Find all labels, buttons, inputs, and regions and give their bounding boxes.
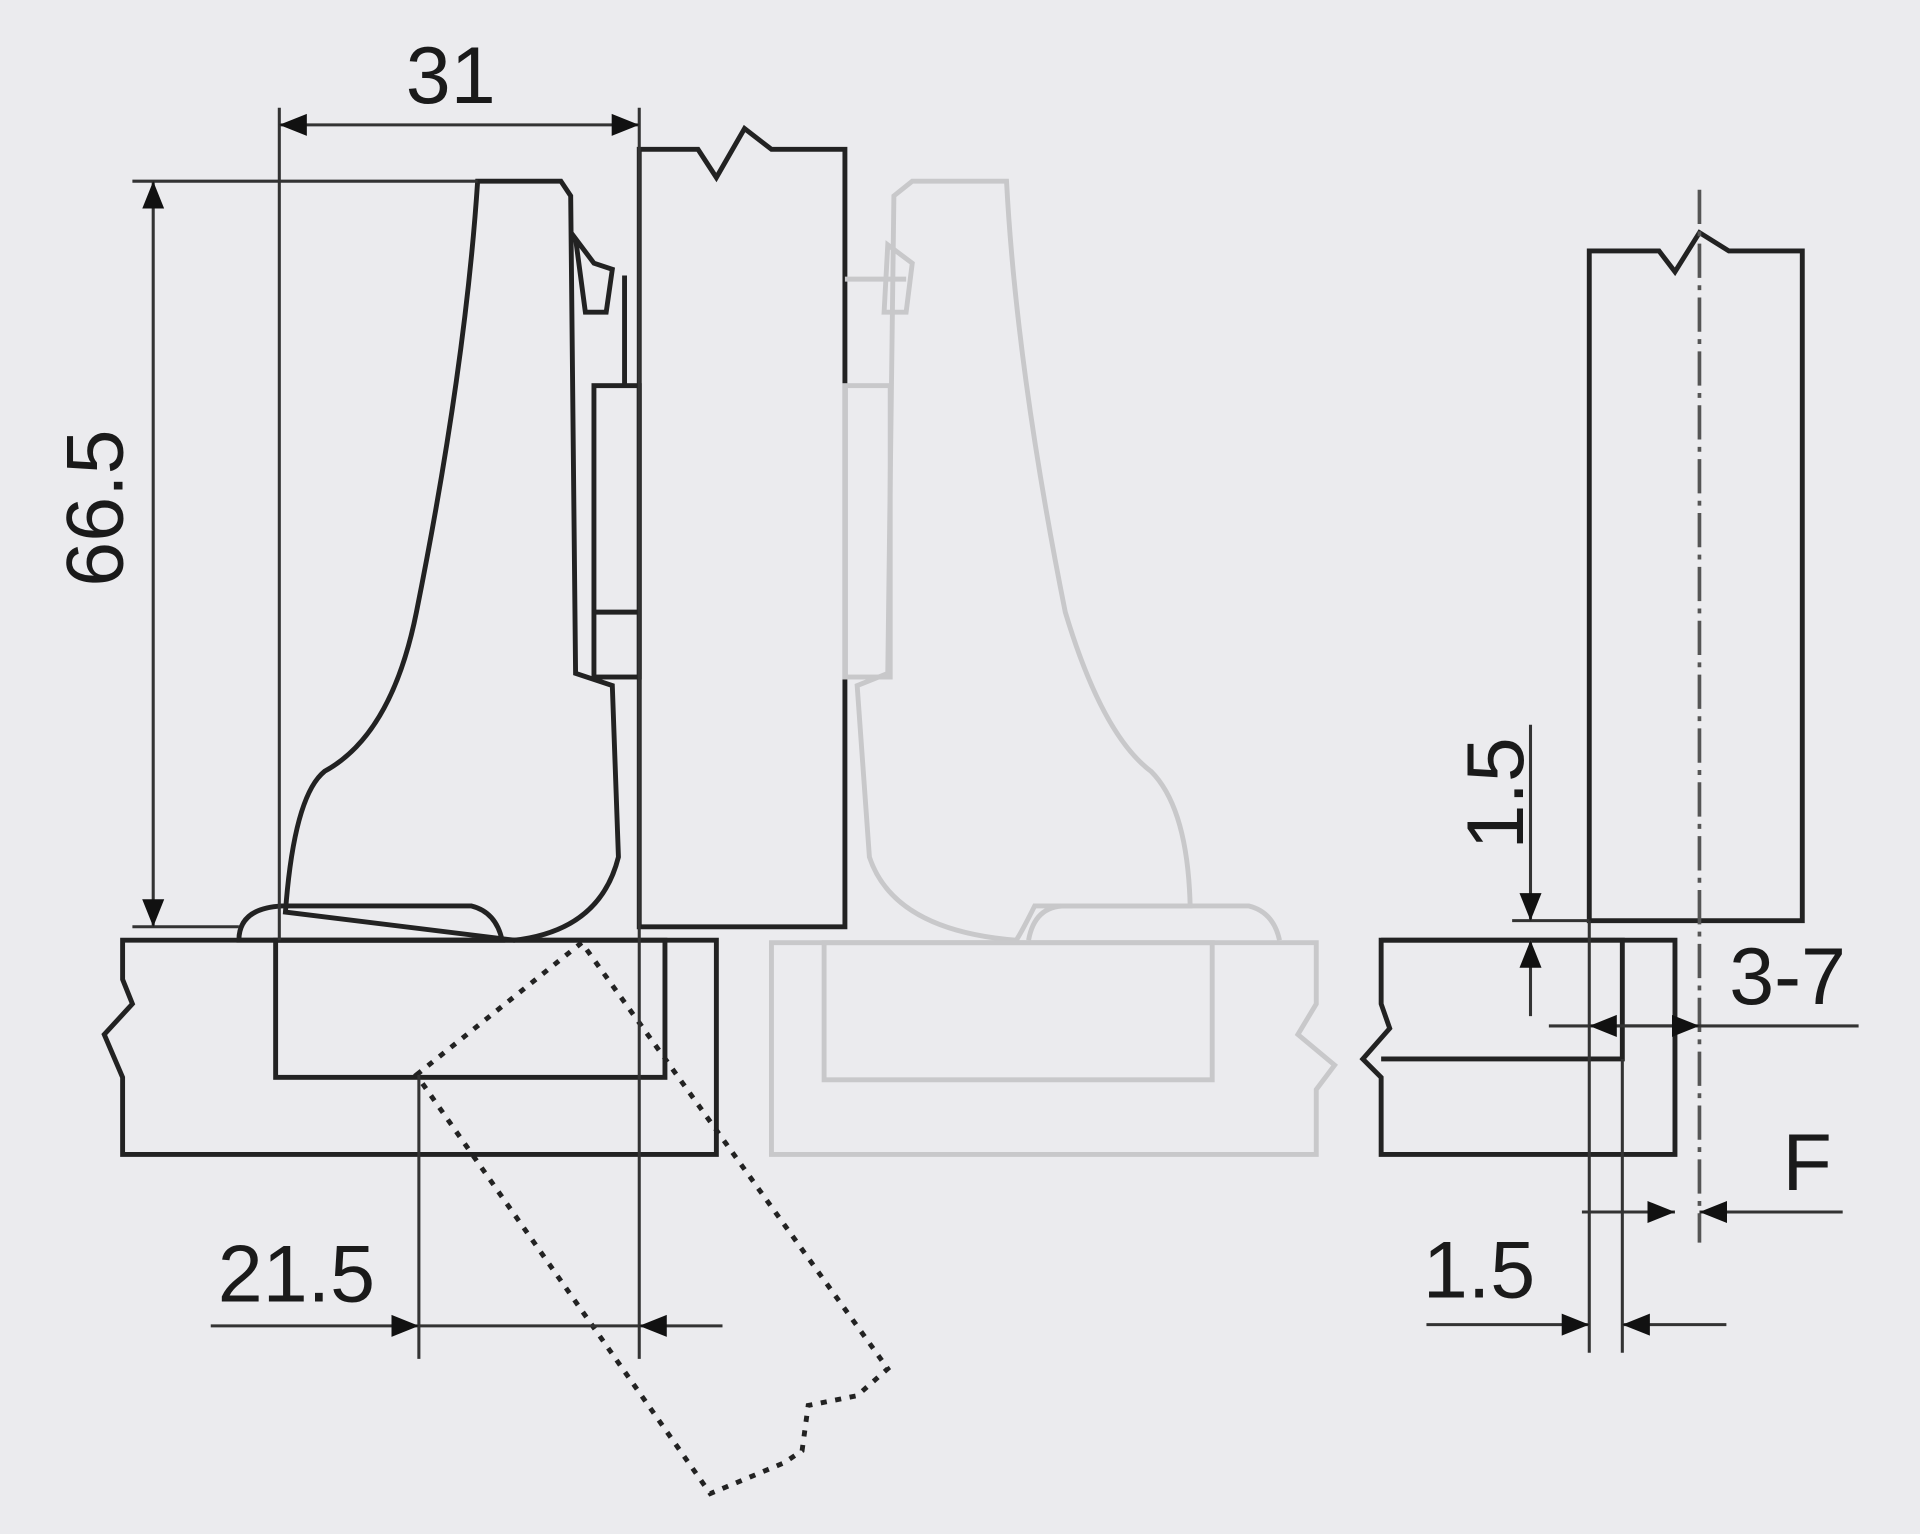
hinge-arm (236, 178, 642, 943)
side-panel (636, 124, 848, 930)
label-hinge-height: 66.5 (51, 429, 141, 586)
door-open-dotted (413, 939, 892, 1497)
ghost-hinge (769, 178, 1338, 1157)
detail-right (1359, 189, 1859, 1353)
label-door-gap: 1.5 (1423, 1226, 1535, 1316)
label-cup-offset: 21.5 (218, 1229, 375, 1319)
label-hinge-width: 31 (406, 31, 496, 121)
dimension-lines (132, 107, 723, 1359)
door-left (101, 937, 719, 1157)
label-overlay-gap: 1.5 (1451, 737, 1541, 849)
label-overlay-f: F (1783, 1118, 1832, 1208)
label-drilling-distance: 3-7 (1729, 932, 1846, 1022)
